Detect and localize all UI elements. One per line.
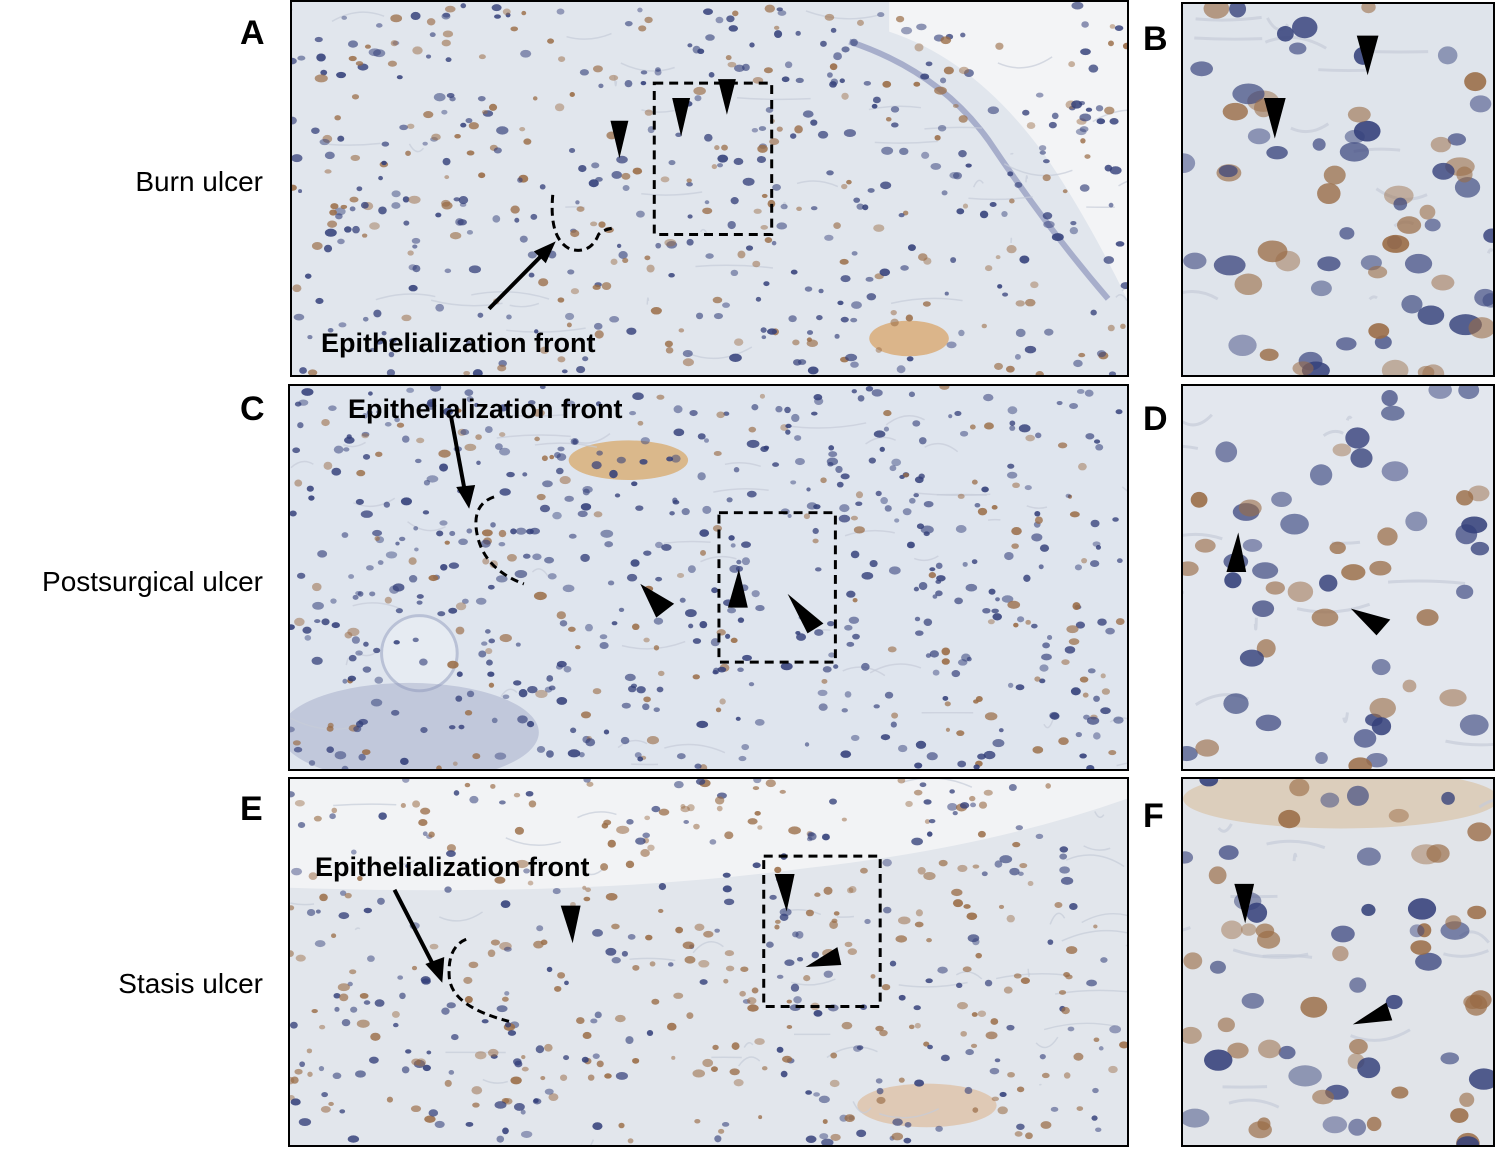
panel-c-annotations [449,417,837,664]
arrowhead-marker-a2 [672,97,691,137]
panel-f-tissue [1183,779,1493,1145]
arrowhead-marker-b2 [1356,35,1379,76]
epithelialization-front-outline-e [447,937,510,1023]
panel-letter-e: E [240,790,263,828]
arrowhead-marker-c2 [727,569,748,608]
arrowhead-marker-e3 [805,947,842,967]
arrowhead-marker-c3 [787,593,824,634]
panel-f-annotations [1234,883,1393,1025]
zoom-box-a [652,81,774,236]
panel-e-micrograph: Epithelialization front [288,777,1129,1147]
panel-a-annotations [487,79,774,311]
panel-d-annotations [1226,532,1391,636]
panel-b-annotations [1263,35,1379,139]
panel-a-tissue [292,2,1127,375]
arrowhead-marker-a3 [717,79,736,115]
panel-letter-f: F [1143,797,1164,835]
arrowhead-marker-e1 [560,905,581,944]
panel-d-tissue [1183,386,1493,769]
arrowhead-marker-f2 [1352,1002,1393,1025]
panel-c-micrograph: Epithelialization front [288,384,1129,771]
arrowhead-marker-b1 [1263,97,1286,139]
arrowhead-marker-d1 [1226,532,1247,573]
panel-f-micrograph [1181,777,1495,1147]
epithelialization-front-outline-a [550,194,616,252]
arrowhead-marker-f1 [1234,883,1255,924]
epithelialization-front-outline-c [474,495,525,586]
arrowhead-marker-d2 [1350,608,1391,636]
panel-letter-a: A [240,14,265,52]
panel-e-tissue [290,779,1127,1145]
panel-letter-c: C [240,390,265,428]
panel-a-micrograph: Epithelialization front [290,0,1129,377]
arrowhead-marker-e2 [774,873,795,912]
row-label-burn-ulcer: Burn ulcer [135,166,263,197]
epithelialization-front-label-a: Epithelialization front [321,328,596,358]
panel-letter-b: B [1143,20,1168,58]
epithelialization-front-label-c: Epithelialization front [348,394,623,424]
arrow-head-a [533,241,556,264]
arrowhead-marker-c1 [640,583,675,618]
panel-d-micrograph [1181,384,1495,771]
row-label-stasis-ulcer: Stasis ulcer [118,968,263,999]
panel-e-annotations [392,854,882,1023]
row-label-postsurgical-ulcer: Postsurgical ulcer [42,566,263,597]
arrow-head-e [425,957,445,983]
epithelialization-front-label-e: Epithelialization front [315,852,590,882]
panel-c-tissue [290,386,1127,769]
panel-b-micrograph [1181,2,1495,377]
arrow-head-c [456,484,476,509]
arrowhead-marker-a1 [610,120,629,159]
panel-letter-d: D [1143,400,1168,438]
